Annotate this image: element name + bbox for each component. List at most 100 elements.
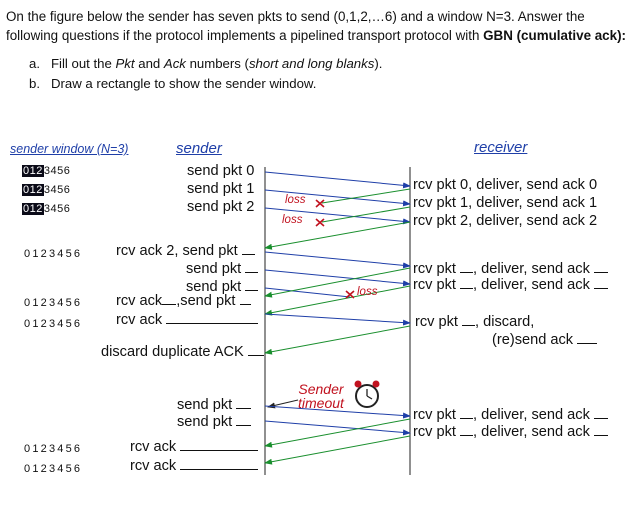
blank[interactable] (236, 407, 252, 409)
sender-window-4: 0123456 (24, 248, 83, 260)
sender-send-pkt-text: ,send pkt (176, 293, 236, 309)
blank[interactable] (241, 253, 255, 255)
receiver-deliver-d-text: , deliver, send ack (473, 424, 590, 440)
blank[interactable] (593, 287, 608, 289)
pkt5-arrow-lost (264, 287, 351, 298)
blank[interactable] (245, 289, 259, 291)
sender-rcv-ack-1-text: rcv ack (116, 312, 163, 328)
receiver-resend-ack: (re)send ack (492, 332, 598, 348)
timeout-line-2: timeout (298, 395, 344, 411)
blank[interactable] (460, 434, 474, 436)
blank[interactable] (236, 424, 252, 426)
ack2-arrow (264, 221, 411, 250)
blank[interactable] (460, 287, 474, 289)
blank[interactable] (460, 417, 474, 419)
sender-send-pkt-b-text: send pkt (186, 279, 242, 295)
blank[interactable] (180, 449, 259, 451)
sender-resend-pkt-b-text: send pkt (177, 414, 233, 430)
question-a-blanks: short and long blanks (248, 56, 375, 71)
blank[interactable] (460, 271, 474, 273)
sender-send-pkt2: send pkt 2 (187, 199, 255, 215)
blank[interactable] (593, 434, 608, 436)
ack3-arrow (264, 267, 411, 298)
receiver-deliver-c-text: , deliver, send ack (473, 407, 590, 423)
receiver-rcv-pkt1: rcv pkt 1, deliver, send ack 1 (413, 195, 598, 211)
sender-send-pkt-a-text: send pkt (186, 261, 242, 277)
ack4-arrow (264, 285, 411, 316)
intro-text: On the figure below the sender has seven… (6, 7, 626, 45)
dup-ack-arrow (264, 325, 411, 355)
alarm-clock-icon (354, 380, 380, 408)
window-highlight: 012 (22, 203, 44, 215)
intro-line-2: following questions if the protocol impl… (6, 26, 626, 45)
pkt4-arrow (264, 269, 411, 287)
pkt0-arrow (264, 171, 411, 189)
receiver-rcv-pkt-d-text: rcv pkt (413, 424, 456, 440)
intro-line-2-bold: GBN (cumulative ack): (483, 28, 626, 43)
sender-window-header: sender window (N=3) (10, 142, 129, 156)
sender-final-rcv-ack-b-text: rcv ack (130, 458, 177, 474)
receiver-rcv-pkt2: rcv pkt 2, deliver, send ack 2 (413, 213, 598, 229)
receiver-header: receiver (474, 139, 528, 156)
final-ack-a-arrow (264, 418, 411, 448)
receiver-rcv-pkt0: rcv pkt 0, deliver, send ack 0 (413, 177, 598, 193)
sender-window-6: 0123456 (24, 318, 83, 330)
sender-resend-pkt-a-text: send pkt (177, 397, 233, 413)
question-a-prefix: a. (29, 56, 40, 71)
loss-label-pkt: loss (357, 286, 378, 298)
sender-rcv-ack-send: rcv ack ,send pkt (116, 293, 251, 309)
sender-rcv-ack-text: rcv ack (116, 293, 163, 309)
question-b-text: Draw a rectangle to show the sender wind… (51, 76, 317, 91)
blank[interactable] (593, 271, 608, 273)
question-b: b. Draw a rectangle to show the sender w… (29, 76, 316, 91)
sender-resend-pkt-a: send pkt (177, 397, 252, 413)
window-rest: 3456 (43, 184, 71, 196)
sender-discard-text: discard duplicate ACK (101, 344, 244, 360)
receiver-deliver-b-text: , deliver, send ack (473, 277, 590, 293)
blank[interactable] (162, 303, 177, 305)
sender-send-pkt0: send pkt 0 (187, 163, 255, 179)
pkt3-arrow (264, 251, 411, 269)
sender-window-5: 0123456 (24, 297, 83, 309)
sender-discard-dup-ack: discard duplicate ACK (101, 344, 264, 360)
blank[interactable] (247, 354, 264, 356)
question-a-and: and (134, 56, 164, 71)
sender-send-pkt1: send pkt 1 (187, 181, 255, 197)
question-a-text: Fill out the (51, 56, 116, 71)
intro-line-2-text: following questions if the protocol impl… (6, 28, 484, 43)
receiver-resend-ack-text: (re)send ack (492, 332, 574, 348)
sender-rcv-ack-1: rcv ack (116, 312, 259, 328)
final-ack-b-arrow (264, 435, 411, 465)
timeout-pointer (267, 399, 299, 409)
receiver-rcv-pkt-b-text: rcv pkt (413, 277, 456, 293)
window-highlight: 012 (22, 165, 44, 177)
sender-window-3: 0123456 (22, 203, 70, 215)
receiver-rcv-pkt-a-text: rcv pkt (413, 261, 456, 277)
ack1-arrow-lost (321, 206, 411, 223)
intro-line-1: On the figure below the sender has seven… (6, 9, 585, 24)
receiver-rcv-pkt-c-text: rcv pkt (413, 407, 456, 423)
sender-send-pkt-a: send pkt (186, 261, 259, 277)
sender-rcv-ack2-text: rcv ack 2, send pkt (116, 243, 238, 259)
blank[interactable] (245, 271, 259, 273)
sender-send-pkt-b: send pkt (186, 279, 259, 295)
receiver-discard-text: , discard, (475, 314, 535, 330)
question-b-prefix: b. (29, 76, 40, 91)
pkt6-arrow (264, 313, 411, 326)
blank[interactable] (593, 417, 608, 419)
sender-window-7: 0123456 (24, 443, 83, 455)
pkt2-arrow (264, 207, 411, 225)
blank[interactable] (180, 468, 259, 470)
pkt1-arrow (264, 189, 411, 207)
question-a: a. Fill out the Pkt and Ack numbers (sho… (29, 56, 382, 71)
sender-window-8: 0123456 (24, 463, 83, 475)
blank[interactable] (577, 342, 598, 344)
blank[interactable] (239, 303, 251, 305)
question-a-end: ). (374, 56, 383, 71)
sender-final-rcv-ack-b: rcv ack (130, 458, 259, 474)
blank[interactable] (462, 324, 476, 326)
loss-label-ack0: loss (285, 194, 306, 206)
window-highlight: 012 (22, 184, 44, 196)
blank[interactable] (166, 322, 259, 324)
